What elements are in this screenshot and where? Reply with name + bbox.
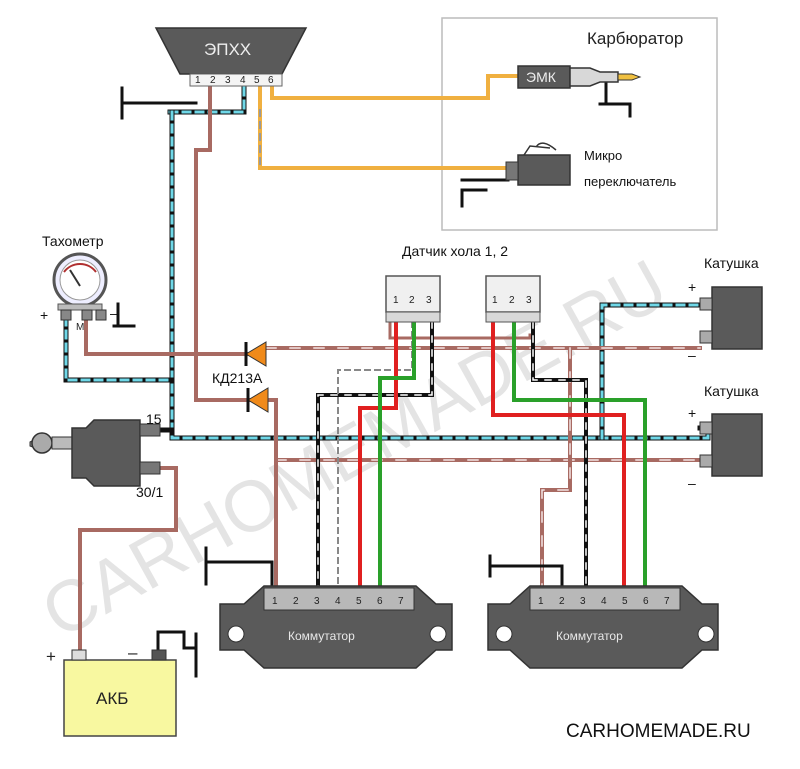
diode-1 [244,341,267,367]
svg-text:7: 7 [398,596,404,607]
svg-text:2: 2 [409,295,415,306]
brown-wires [78,82,702,652]
coil-1-label: Катушка [704,255,759,271]
green-wires [378,320,647,592]
svg-text:4: 4 [240,75,246,86]
microswitch-label-1: Микро [584,148,622,163]
commutator-2-label: Коммутатор [556,629,623,643]
ephh-valve: ЭПХХ 1 2 3 4 5 6 [154,27,308,87]
site-signature: CARHOMEMADE.RU [566,721,751,742]
wires [63,74,711,678]
svg-text:1: 1 [195,75,201,86]
coil-1-minus: – [688,347,696,363]
hall-sensor-label: Датчик хола 1, 2 [402,243,508,259]
svg-text:2: 2 [210,75,216,86]
tach-minus: – [110,305,118,321]
ephh-label: ЭПХХ [204,40,251,59]
coil-2-label: Катушка [704,383,759,399]
diode-label: КД213А [212,370,263,386]
svg-text:3: 3 [580,596,586,607]
tachometer: Тахометр + M – [40,233,118,333]
tach-plus: + [40,307,48,323]
battery-plus: + [46,647,56,666]
microswitch: Микро переключатель [505,142,677,189]
coil-1: Катушка + – [688,255,763,363]
coil-2-minus: – [688,475,696,491]
hall-sensor-2: 1 2 3 [485,275,541,323]
svg-text:5: 5 [356,596,362,607]
svg-text:1: 1 [538,596,544,607]
carburetor-label: Карбюратор [587,29,683,48]
microswitch-label-2: переключатель [584,174,677,189]
battery-label: АКБ [96,689,128,708]
svg-text:7: 7 [664,596,670,607]
commutator-1: 1 2 3 4 5 6 7 Коммутатор [219,585,453,669]
battery: АКБ + – [46,643,177,737]
emk-label: ЭМК [526,69,557,85]
svg-text:6: 6 [377,596,383,607]
ephh-connector [189,73,283,87]
commutator-2: 1 2 3 4 5 6 7 Коммутатор [487,585,719,669]
svg-text:3: 3 [426,295,432,306]
svg-text:4: 4 [601,596,607,607]
svg-text:2: 2 [509,295,515,306]
emk-valve: ЭМК [517,65,642,89]
svg-text:3: 3 [526,295,532,306]
diode-2 [246,387,269,413]
switch-15-label: 15 [146,411,162,427]
black-white-wires [316,320,588,592]
commutator-1-label: Коммутатор [288,629,355,643]
svg-text:3: 3 [314,596,320,607]
tach-m: M [76,322,84,333]
tachometer-label: Тахометр [42,233,104,249]
svg-text:1: 1 [492,295,498,306]
svg-text:5: 5 [622,596,628,607]
coil-1-plus: + [688,279,696,295]
ignition-switch: 15 30/1 [29,411,163,500]
hall-sensors: Датчик хола 1, 2 1 2 3 1 2 3 [385,243,541,323]
svg-text:2: 2 [293,596,299,607]
svg-text:5: 5 [254,75,260,86]
svg-text:6: 6 [643,596,649,607]
battery-minus: – [128,643,138,662]
ground-symbols [112,82,632,678]
svg-text:1: 1 [272,596,278,607]
svg-text:1: 1 [393,295,399,306]
coil-2-plus: + [688,405,696,421]
svg-text:2: 2 [559,596,565,607]
orange-wires [258,74,520,170]
switch-30-label: 30/1 [136,484,163,500]
carburetor-box [441,17,718,231]
diodes: КД213А [212,341,269,413]
svg-text:3: 3 [225,75,231,86]
svg-text:6: 6 [268,75,274,86]
coil-2: Катушка + – [688,383,763,491]
hall-sensor-1: 1 2 3 [385,275,441,323]
svg-text:4: 4 [335,596,341,607]
